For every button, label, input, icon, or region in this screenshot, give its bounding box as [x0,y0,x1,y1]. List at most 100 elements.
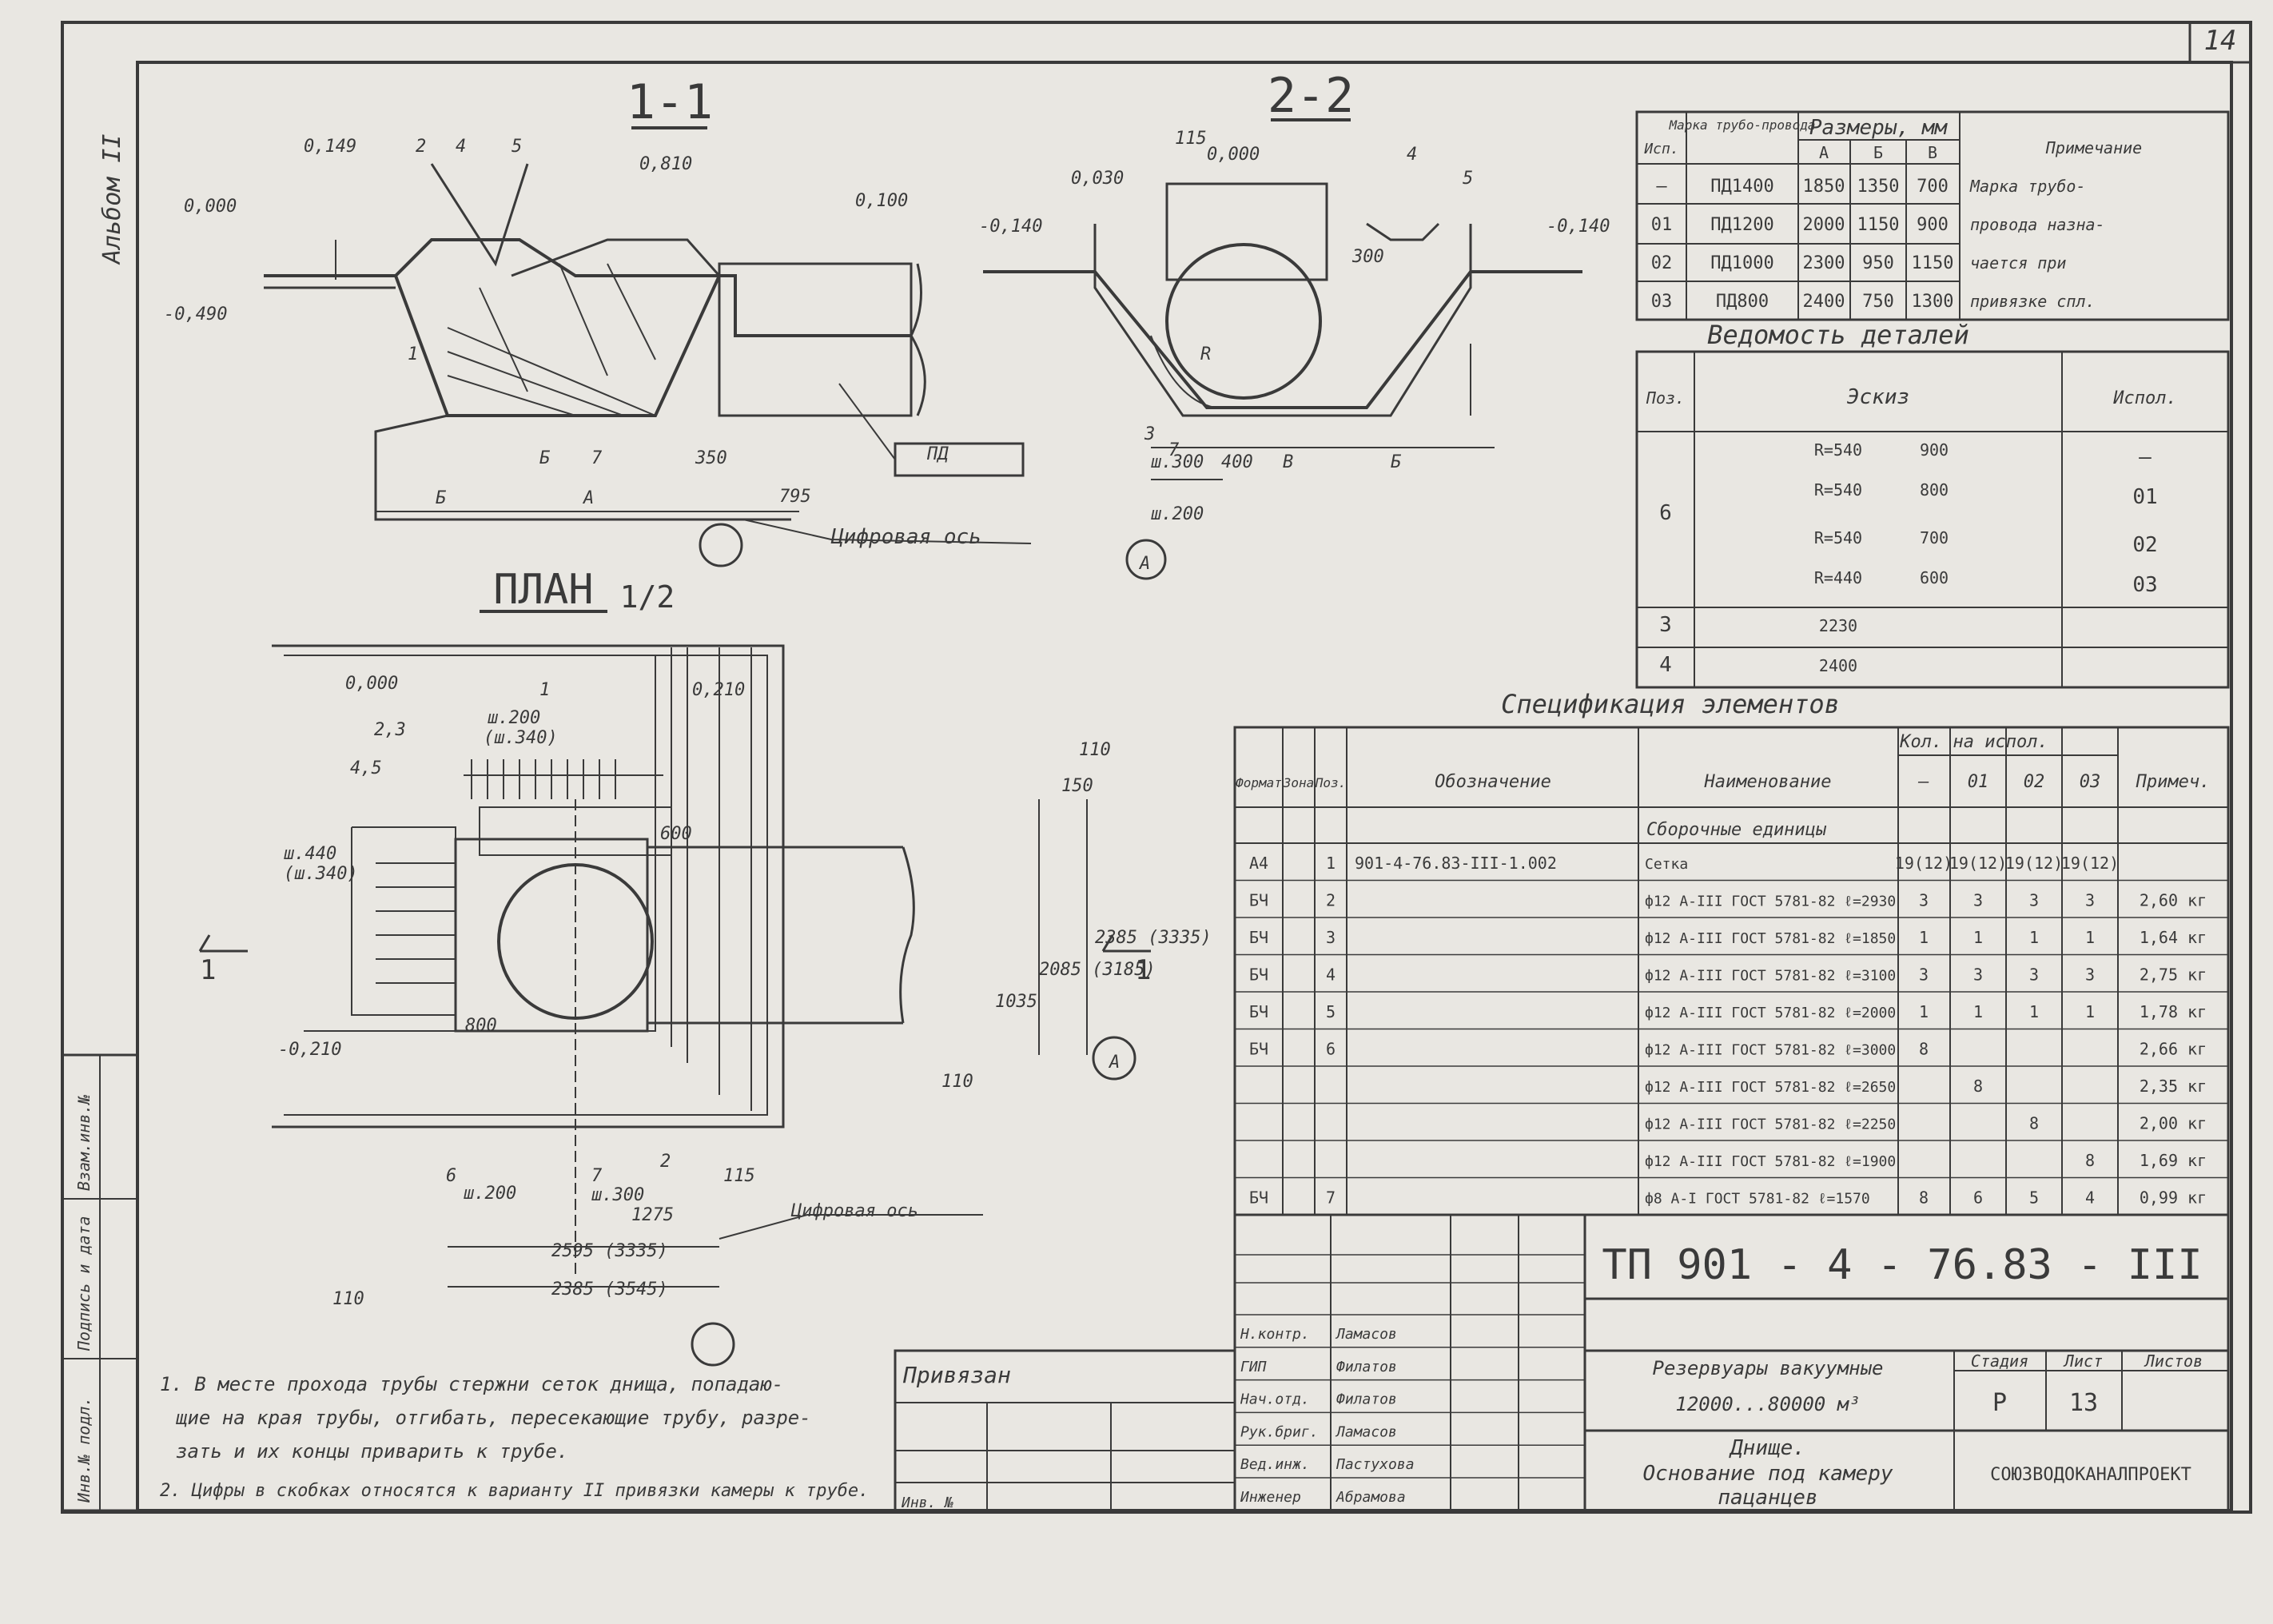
pipe-table: Размеры, мм [1635,110,2230,321]
pipe-cell: 2000 [1803,215,1845,235]
plan-label: 4,5 [350,758,382,778]
spec-col-header: — [1917,772,1929,792]
details-table: Ведомость деталей [1635,320,2230,689]
spec-cell: 1 [2085,1002,2095,1021]
spec-col-header: Зона [1283,775,1315,790]
tb-role: Вед.инж. [1240,1456,1310,1473]
section-1-label: Цифровая ось [830,525,981,549]
sheet-label: Лист [2063,1351,2103,1371]
sheet-title-2: Основание под камеру [1642,1462,1893,1486]
section-2-label: 7 [1168,440,1180,460]
spec-cell: Сетка [1645,856,1688,873]
details-table-title: Ведомость деталей [1707,320,1969,350]
spec-cell: 3 [2029,891,2039,910]
spec-cell: 4 [1326,965,1336,985]
section-2-label: А [1138,554,1150,574]
spec-cell: 8 [2029,1114,2039,1133]
section-1-label: 5 [512,137,522,157]
pipe-cell: ПД1200 [1710,215,1773,235]
section-2-label: 0,000 [1207,145,1260,165]
spec-cell: 19(12) [2061,854,2119,873]
section-1-label: 0,810 [639,154,692,174]
tb-name: Ламасов [1335,1423,1397,1440]
section-2-label: -0,140 [1547,217,1610,237]
spec-cell: ф12 А-III ГОСТ 5781-82 ℓ=1900 [1645,1153,1896,1170]
inv-label: Инв. № [901,1495,953,1511]
pipe-cell: 1350 [1857,177,1900,197]
details-sketch: 2400 [1819,656,1857,675]
details-isp: — [2139,445,2152,469]
spec-cell: ф12 А-III ГОСТ 5781-82 ℓ=2000 [1645,1005,1896,1021]
spec-cell: БЧ [1249,891,1268,910]
spec-cell: 19(12) [2005,854,2063,873]
plan-cut-ref: 1/2 [620,579,675,615]
spec-cell: 1 [2029,1002,2039,1021]
spec-cell: ф12 А-III ГОСТ 5781-82 ℓ=2650 [1645,1079,1896,1096]
details-pos: 4 [1659,653,1672,677]
section-1-label: 0,000 [184,197,237,217]
section-1-1: 1-1 [264,74,1032,567]
note-line-2: щие на края трубы, отгибать, пересекающи… [175,1407,811,1429]
pipe-cell: ПД800 [1716,292,1769,312]
details-dim: 800 [1920,480,1949,500]
plan-label: 110 [332,1289,364,1309]
spec-cell: 1 [2085,928,2095,947]
spec-cell: 3 [2085,891,2095,910]
spec-cell: 1,69 кг [2140,1151,2207,1170]
section-2-label: 0,030 [1071,169,1124,189]
plan-label: 800 [465,1016,497,1036]
pipe-col-header: Б [1873,143,1883,162]
section-1-label: 1 [408,344,418,364]
spec-cell: 6 [1973,1188,1983,1208]
section-1-title: 1-1 [627,74,713,130]
axis-mark-right: 1 [1135,954,1151,986]
spec-cell: 5 [1326,1002,1336,1021]
plan-label: 6 [446,1166,456,1186]
spec-cell: 7 [1326,1188,1336,1208]
side-stamp-vzam: Взам.инв.№ [74,1095,94,1191]
spec-cell: 3 [2085,965,2095,985]
side-stamp-inv: Инв.№ подл. [74,1397,94,1503]
tb-role: Инженер [1240,1489,1301,1506]
side-stamp-sign: Подпись и дата [74,1216,94,1351]
sheet-title-3: пацанцев [1718,1486,1817,1510]
details-dim: 600 [1920,568,1949,587]
plan-label: 115 [723,1166,755,1186]
drawing-code: ТП 901 - 4 - 76.83 - III [1602,1241,2202,1289]
spec-cell: 1 [2029,928,2039,947]
spec-table: Спецификация элементов Кол. на испол. [1233,689,2230,1216]
section-1-label: Б [539,448,551,468]
plan-label: 2385 (3545) [551,1280,668,1300]
section-1-label: 0,149 [304,137,356,157]
axis-mark-left: 1 [200,954,216,986]
spec-cell: 0,99 кг [2140,1188,2207,1208]
spec-cell: 1 [1326,854,1336,873]
plan-label: 600 [660,824,692,844]
tb-name: Филатов [1336,1391,1397,1408]
spec-cell: 3 [1973,965,1983,985]
spec-cell: БЧ [1249,928,1268,947]
pipe-col-header: А [1819,143,1829,162]
tb-role: Нач.отд. [1240,1391,1310,1408]
plan-label: 2,3 [374,720,406,740]
plan-label: 1275 [631,1205,674,1225]
details-isp: 02 [2132,533,2157,557]
spec-cell: БЧ [1249,1002,1268,1021]
pipe-cell: — [1656,177,1667,197]
pipe-note-line: провода назна- [1970,215,2105,234]
plan-label: ш.200 [464,1184,516,1204]
spec-cell: 4 [2085,1188,2095,1208]
pipe-col-header: Исп. [1643,141,1678,157]
spec-cell: 8 [1973,1077,1983,1096]
pipe-cell: 900 [1917,215,1949,235]
tb-role: Рук.бриг. [1240,1423,1319,1440]
privyazan-label: Привязан [902,1362,1011,1388]
side-stamp: Инв.№ подл. Подпись и дата Взам.инв.№ [61,1053,139,1512]
section-1-label: ПД [926,444,949,464]
spec-cell: 1,64 кг [2140,928,2207,947]
details-col-header: Поз. [1646,388,1685,408]
plan-title: ПЛАН [493,566,593,614]
section-1-label: А [582,488,594,508]
tb-name: Филатов [1336,1359,1397,1375]
spec-cell: ф12 А-III ГОСТ 5781-82 ℓ=3100 [1645,968,1896,985]
